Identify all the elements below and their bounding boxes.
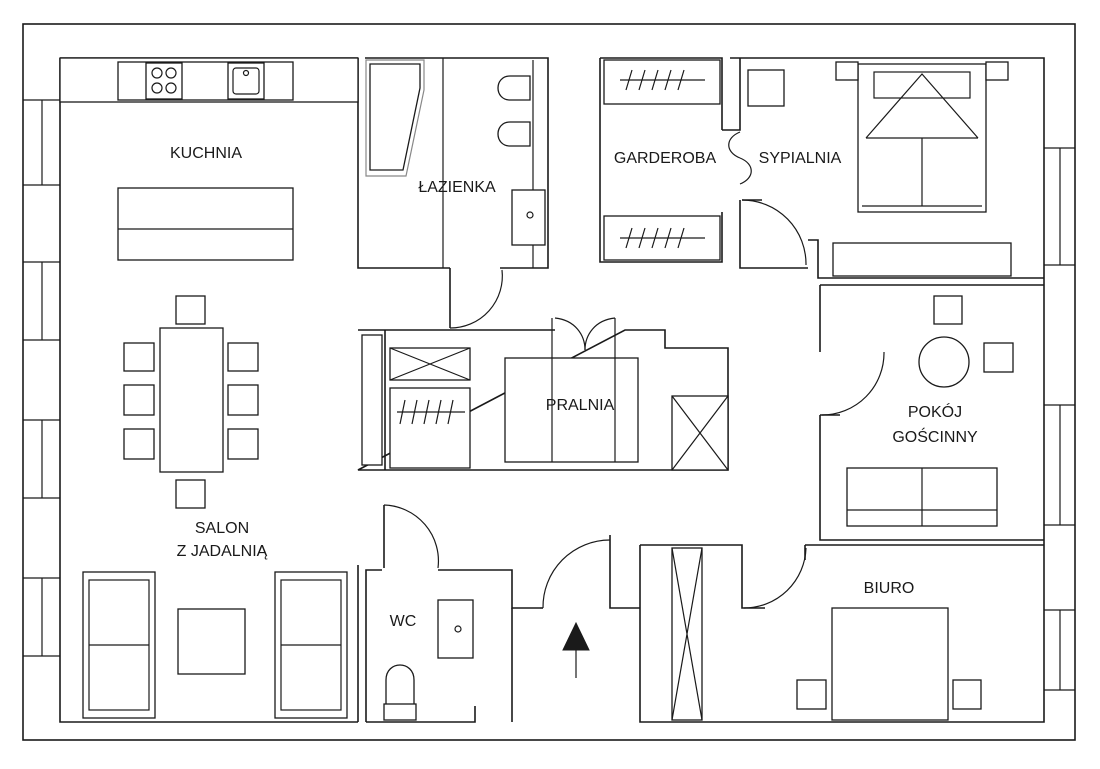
label-salon: SALON (195, 520, 249, 537)
storage-box-upper (389, 347, 471, 381)
wardrobe-upper (603, 59, 721, 105)
pralnia-walls (357, 329, 729, 471)
bedroom-door (741, 199, 807, 266)
wc-walls (365, 569, 540, 723)
label-garderoba: GARDEROBA (614, 150, 717, 167)
label-lazienka: ŁAZIENKA (418, 179, 496, 196)
label-kuchnia: KUCHNIA (170, 145, 242, 162)
entrance-arrow-icon (562, 621, 590, 678)
bathroom-sink (511, 189, 546, 246)
wc-sink (437, 599, 474, 659)
dining-table (123, 295, 259, 509)
sink-icon (227, 62, 265, 100)
wardrobe-lower (603, 215, 721, 261)
kitchen-counter (59, 57, 359, 103)
salon-coffee-table (177, 608, 246, 675)
salon-sofa-left (82, 571, 156, 719)
office-walls (640, 544, 1044, 609)
guest-room-furniture (846, 295, 1014, 527)
bathtub (365, 59, 425, 177)
wardrobe-pralnia (389, 387, 471, 469)
label-pralnia: PRALNIA (546, 397, 615, 414)
label-pokoj: POKÓJ (908, 402, 962, 421)
garderoba-door (728, 131, 752, 185)
guest-room-door (820, 351, 885, 416)
outer-frame (22, 23, 1076, 741)
salon-sofa-right (274, 571, 348, 719)
label-wc: WC (390, 613, 417, 630)
window-left-wall (23, 99, 60, 657)
bedroom-nightstand-left (747, 69, 785, 107)
label-goscinny: GOŚCINNY (892, 427, 978, 446)
stove-icon (145, 62, 183, 100)
bedroom-walls (808, 239, 1044, 279)
window-right-wall (1044, 147, 1075, 691)
guest-room-walls (819, 284, 1044, 541)
washing-machine-unit (504, 318, 639, 463)
wc-toilet (383, 664, 417, 721)
office-wardrobe (671, 547, 703, 721)
office-desk (796, 607, 982, 721)
garderoba-walls (599, 58, 808, 269)
label-biuro: BIURO (864, 580, 915, 597)
storage-box-right (671, 395, 729, 471)
pralnia-shelf (361, 334, 383, 466)
entrance-door (540, 535, 640, 609)
kitchen-island (117, 187, 294, 261)
bedroom-dresser (832, 242, 1012, 277)
bedroom-bed (835, 61, 1009, 213)
wc-door (383, 504, 440, 569)
label-sypialnia: SYPIALNIA (759, 150, 842, 167)
bathroom-door (449, 268, 503, 329)
office-door (743, 545, 807, 609)
label-z-jadalnia: Z JADALNIĄ (177, 543, 268, 560)
pralnia-door (554, 317, 616, 351)
